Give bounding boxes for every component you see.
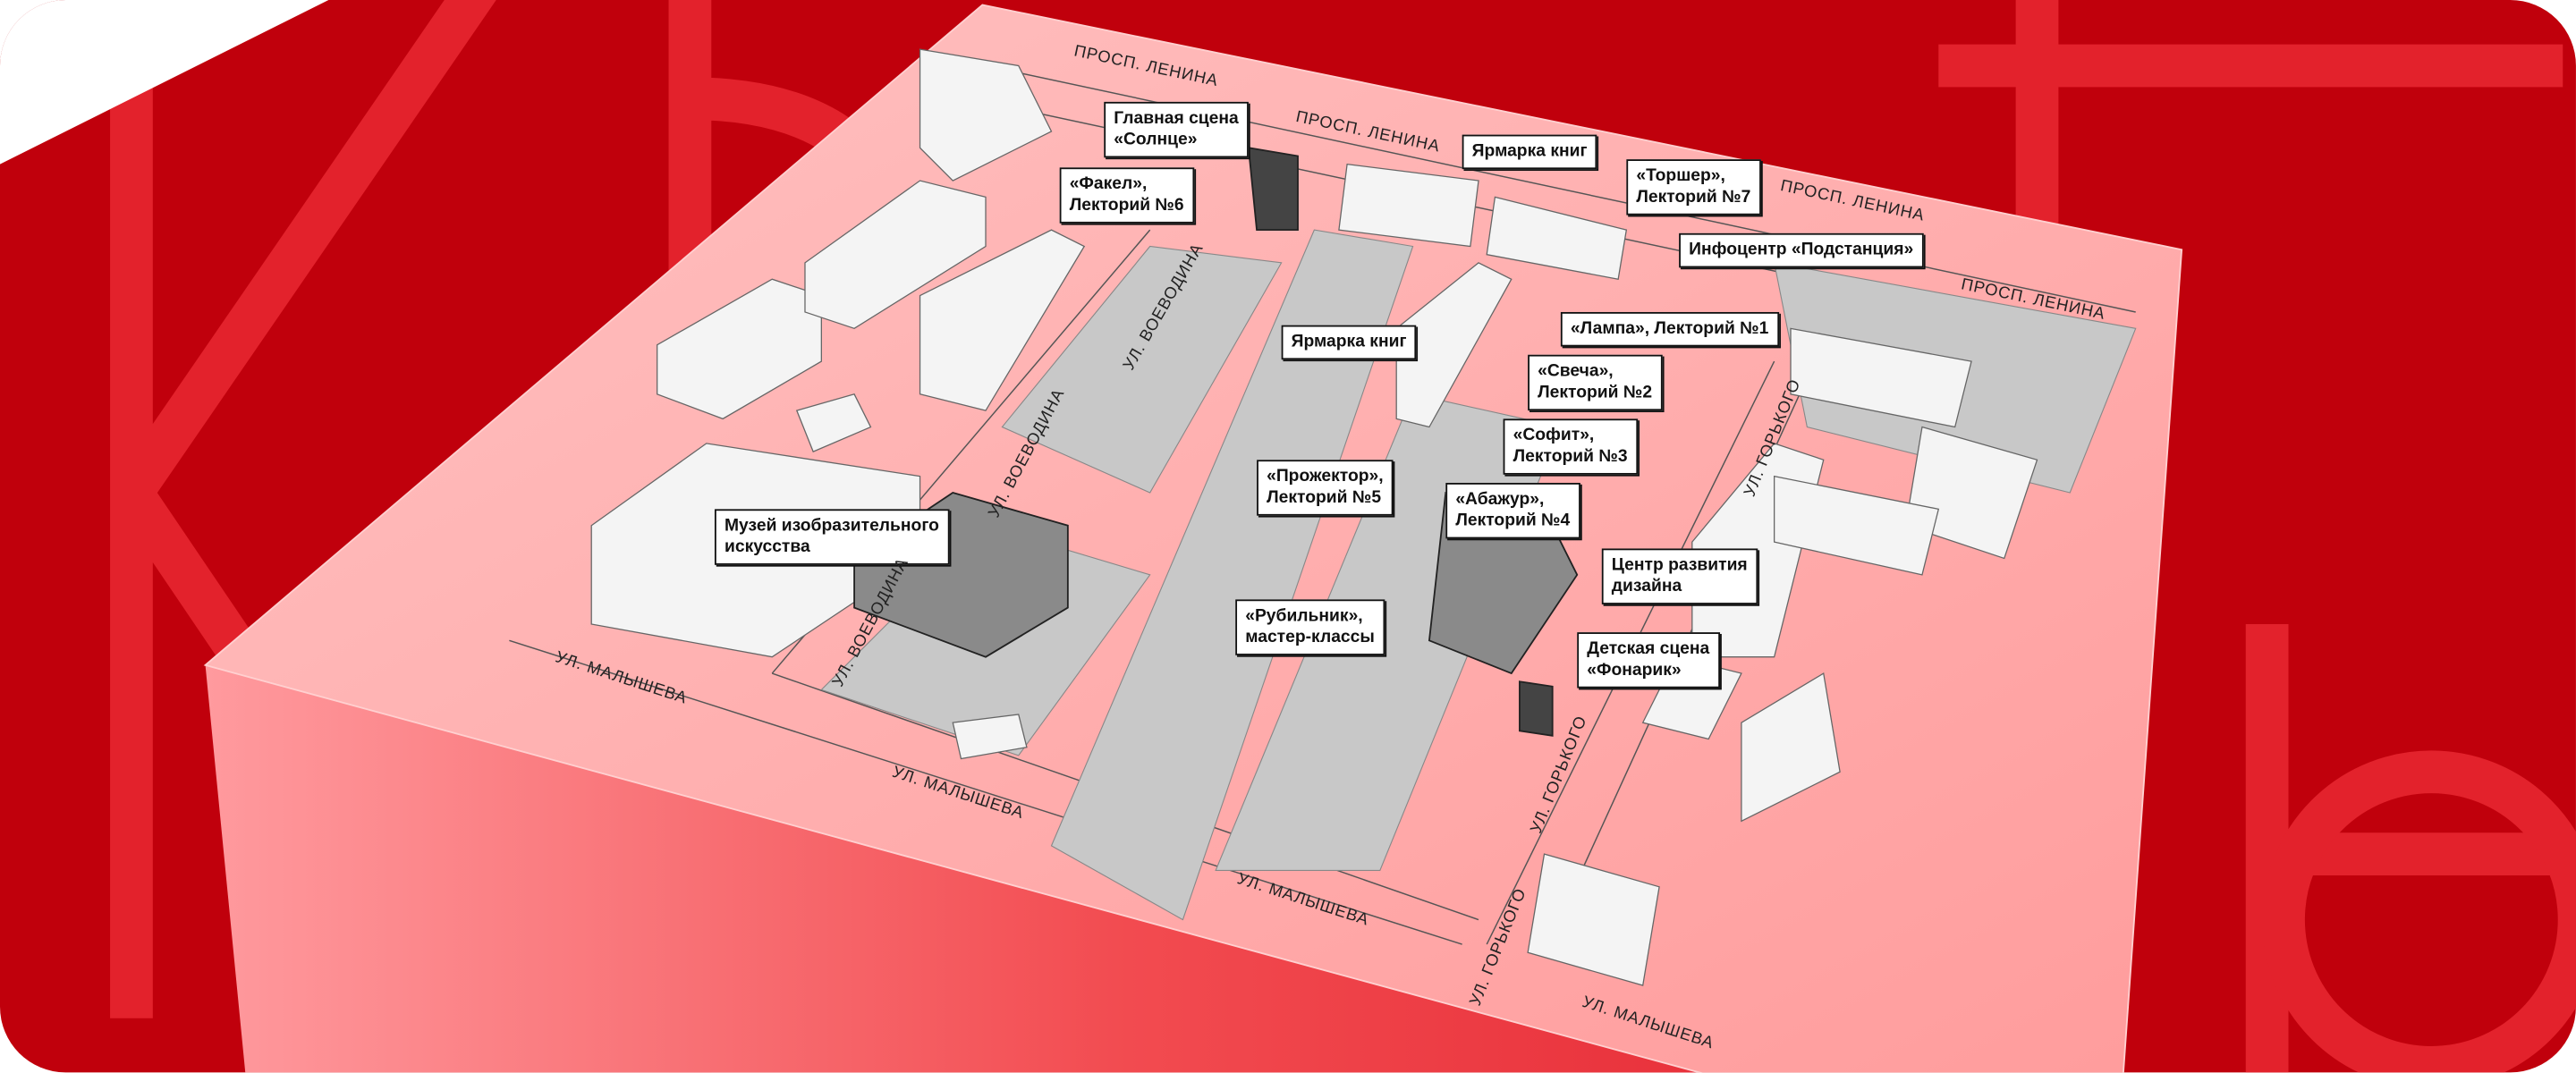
label-line: Детская сцена xyxy=(1587,638,1710,659)
label-line: «Фонарик» xyxy=(1587,660,1682,680)
label-line: Центр развития xyxy=(1611,554,1748,575)
label-line: «Абажур», xyxy=(1455,489,1545,510)
label-line: Лекторий №2 xyxy=(1538,382,1653,402)
label-line: Лекторий №7 xyxy=(1636,187,1751,207)
label-line: Ярмарка книг xyxy=(1291,332,1407,352)
label-line: «Прожектор», xyxy=(1267,466,1384,486)
label-kids-stage[interactable]: Детская сцена«Фонарик» xyxy=(1577,632,1720,689)
label-line: Главная сцена xyxy=(1114,108,1239,129)
label-infocenter[interactable]: Инфоцентр «Подстанция» xyxy=(1679,232,1924,268)
label-line: «Факел», xyxy=(1069,173,1148,194)
label-sofit[interactable]: «Софит»,Лекторий №3 xyxy=(1503,418,1638,475)
plate-front-face xyxy=(205,664,1699,1073)
label-line: Инфоцентр «Подстанция» xyxy=(1689,240,1914,260)
label-line: дизайна xyxy=(1611,576,1682,596)
label-line: искусства xyxy=(724,536,810,557)
label-fakel[interactable]: «Факел»,Лекторий №6 xyxy=(1059,167,1194,224)
label-book-fair-top[interactable]: Ярмарка книг xyxy=(1462,134,1597,170)
label-line: Лекторий №3 xyxy=(1513,446,1628,467)
label-book-fair-mid[interactable]: Ярмарка книг xyxy=(1281,325,1417,360)
label-line: Музей изобразительного xyxy=(724,515,939,536)
label-line: «Солнце» xyxy=(1114,130,1198,150)
label-svecha[interactable]: «Свеча»,Лекторий №2 xyxy=(1528,354,1663,411)
label-prozhektor[interactable]: «Прожектор»,Лекторий №5 xyxy=(1257,460,1394,516)
label-line: «Софит», xyxy=(1513,425,1595,445)
label-line: «Лампа», Лекторий №1 xyxy=(1570,318,1769,339)
label-line: Лекторий №6 xyxy=(1069,195,1184,215)
label-main-stage[interactable]: Главная сцена«Солнце» xyxy=(1104,101,1249,158)
label-rubilnik[interactable]: «Рубильник»,мастер-классы xyxy=(1235,599,1385,655)
label-lampa[interactable]: «Лампа», Лекторий №1 xyxy=(1560,311,1779,347)
label-abazhur[interactable]: «Абажур»,Лекторий №4 xyxy=(1445,482,1580,539)
label-torsher[interactable]: «Торшер»,Лекторий №7 xyxy=(1626,159,1761,215)
label-line: мастер-классы xyxy=(1245,627,1375,647)
label-line: «Рубильник», xyxy=(1245,605,1363,626)
corner-cutout xyxy=(0,0,329,165)
label-line: Ярмарка книг xyxy=(1471,140,1588,161)
label-line: Лекторий №5 xyxy=(1267,487,1382,508)
label-line: Лекторий №4 xyxy=(1455,511,1571,531)
label-line: «Свеча», xyxy=(1538,361,1614,382)
label-line: «Торшер», xyxy=(1636,165,1725,186)
